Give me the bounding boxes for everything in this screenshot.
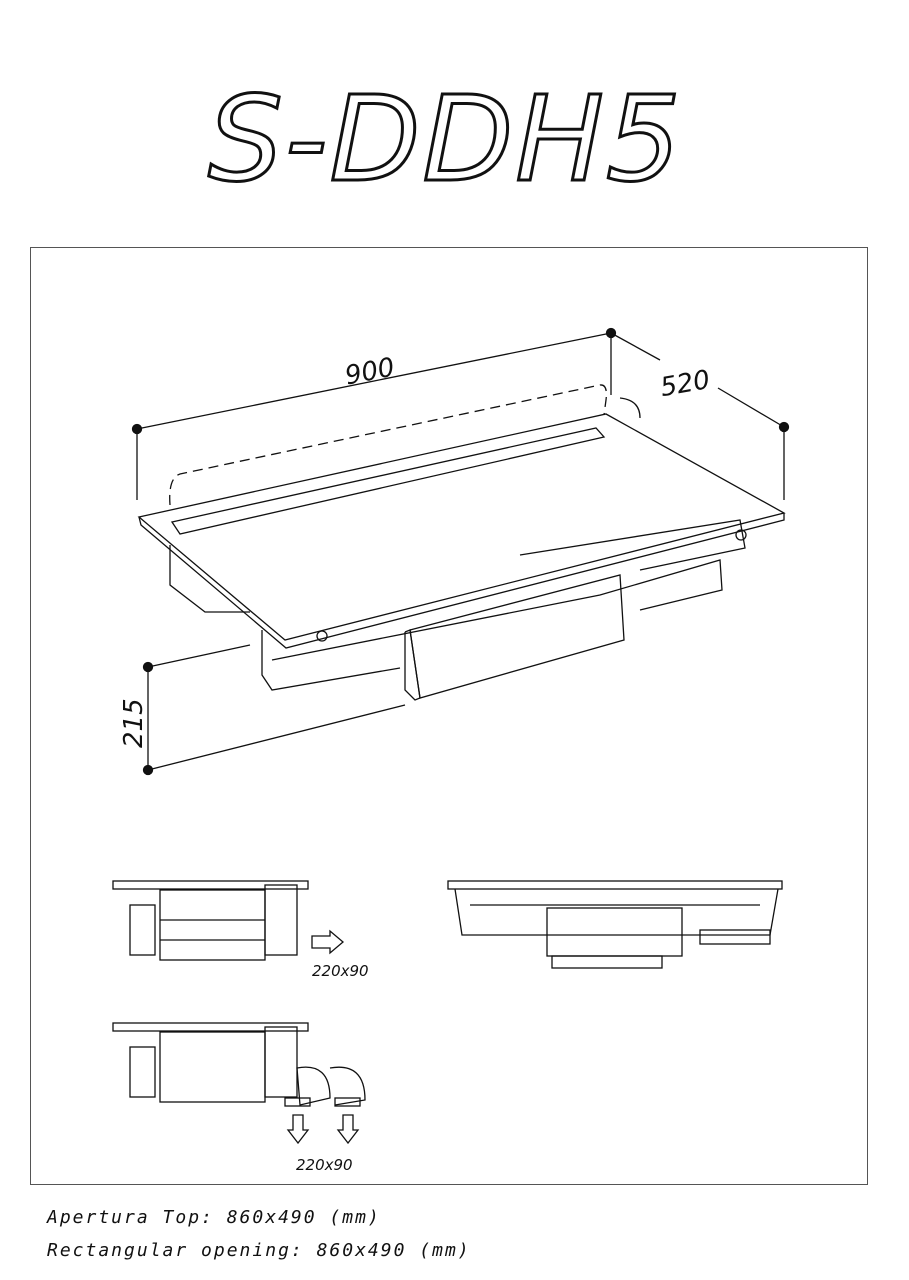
product-title-text: S-DDH5 xyxy=(208,70,683,200)
front-view xyxy=(447,880,783,969)
caption-italian: Apertura Top: 860x490 (mm) xyxy=(47,1207,381,1228)
drawing-frame xyxy=(30,247,868,1185)
outlet-label-vertical: 220x90 xyxy=(296,1156,353,1174)
side-view-horizontal-outlet: 220x90 xyxy=(112,880,369,980)
hob-illustration xyxy=(137,384,786,701)
airflow-arrow-down-icon xyxy=(336,1114,360,1145)
dimension-215: 215 xyxy=(119,644,406,776)
airflow-arrow-right-icon xyxy=(311,929,345,955)
side-view-vertical-outlet: 220x90 xyxy=(112,1022,366,1174)
dimension-520: 520 xyxy=(610,332,790,500)
product-title: S-DDH5 xyxy=(207,70,683,200)
airflow-arrow-down-icon xyxy=(286,1114,310,1145)
dimension-215-label: 215 xyxy=(119,698,149,748)
dimension-520-label: 520 xyxy=(658,365,712,403)
caption-english: Rectangular opening: 860x490 (mm) xyxy=(47,1240,471,1261)
dimension-900-label: 900 xyxy=(343,353,397,392)
dimension-900: 900 xyxy=(131,327,617,500)
outlet-label-horizontal: 220x90 xyxy=(312,962,369,980)
